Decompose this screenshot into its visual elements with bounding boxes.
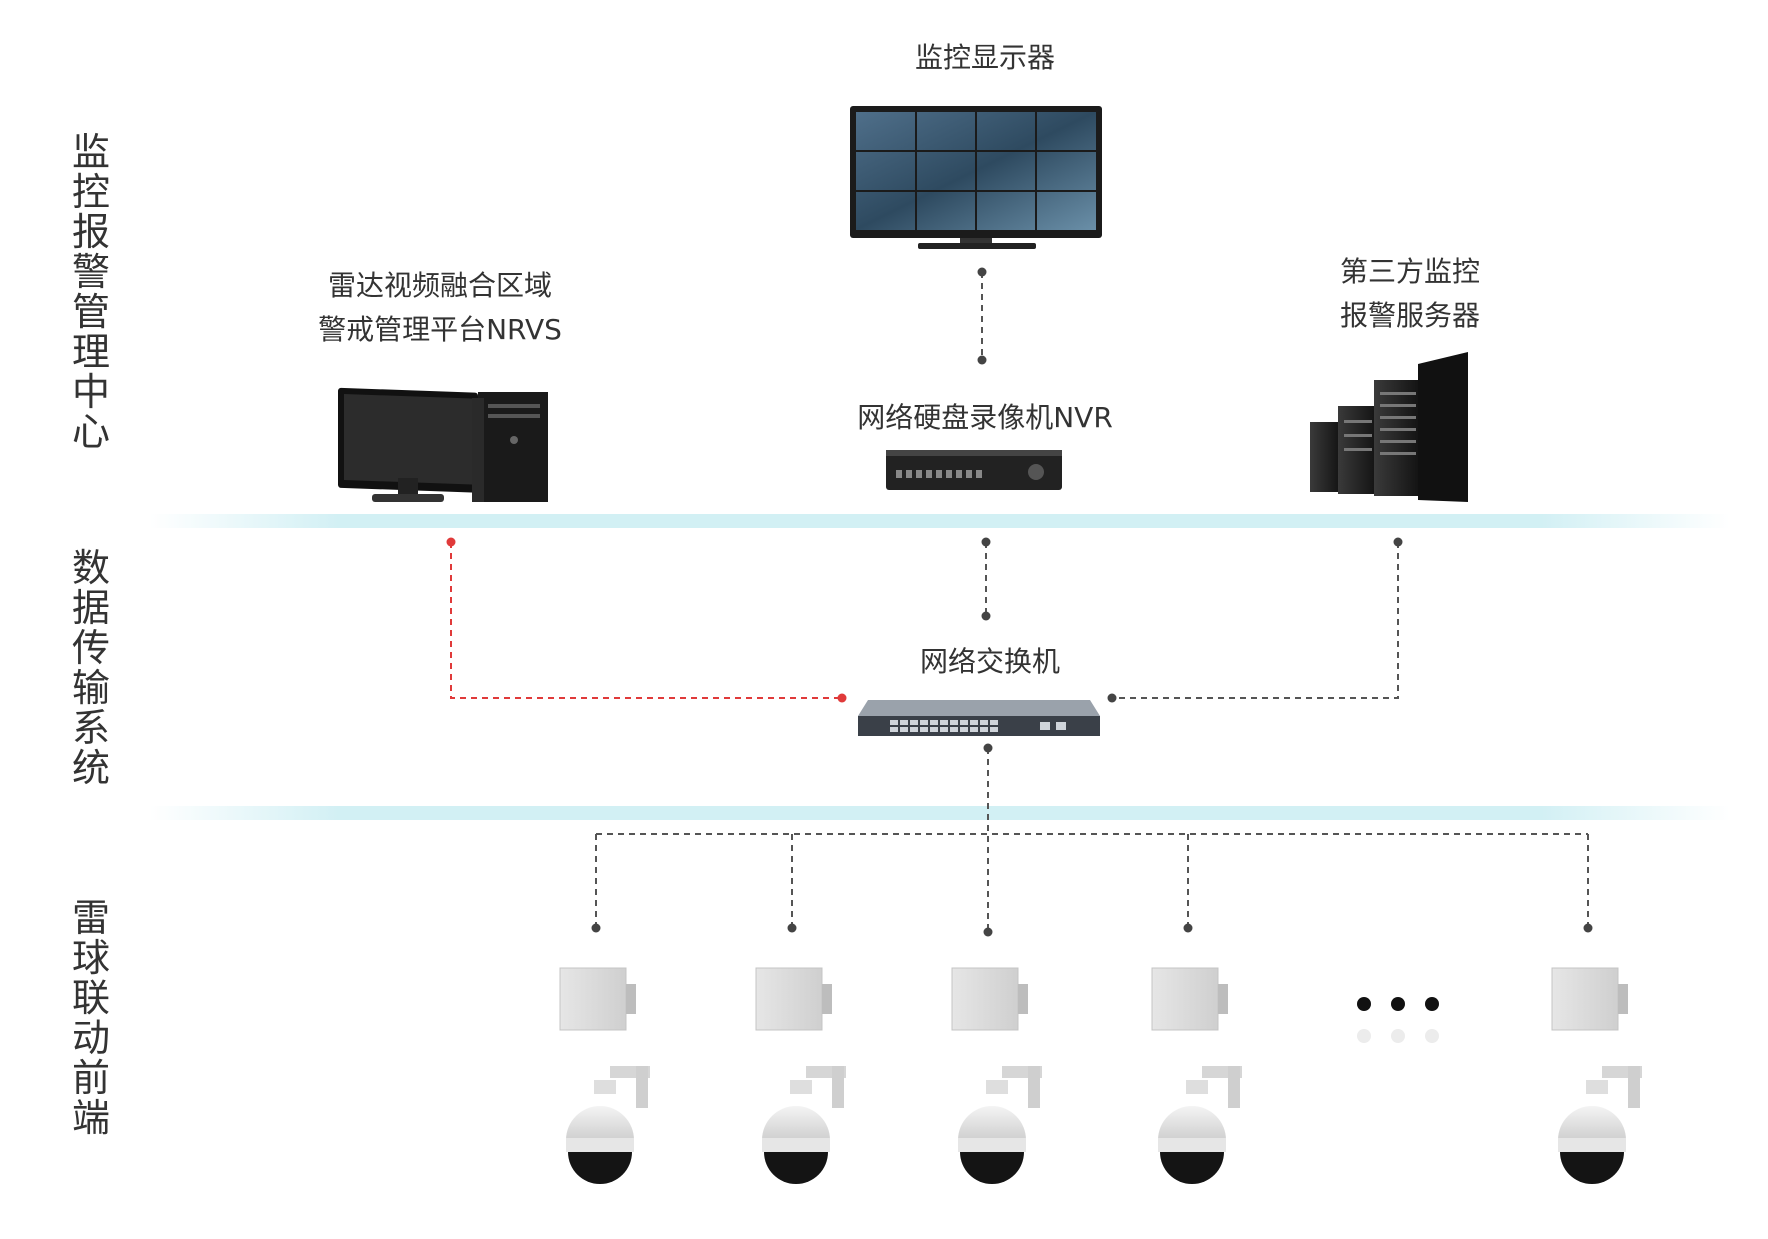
link-nrvs-switch — [450, 542, 842, 699]
endpoint-dot — [1583, 923, 1593, 933]
nrvs-label-line2: 警戒管理平台NRVS — [318, 313, 562, 346]
front-end-unit-2 — [755, 967, 846, 1184]
endpoint-dot — [983, 927, 993, 937]
radar-icon — [755, 967, 832, 1031]
switch-label: 网络交换机 — [919, 645, 1060, 678]
front-end-unit-5 — [1551, 967, 1642, 1184]
radar-icon — [559, 967, 636, 1031]
front-end-unit-1 — [559, 967, 650, 1184]
radar-icon — [951, 967, 1028, 1031]
monitor-icon — [850, 106, 1102, 249]
link-server-switch — [1112, 542, 1399, 699]
zone-label-transport: 数据传输系统 — [71, 546, 110, 790]
front-end-unit-4 — [1151, 967, 1242, 1184]
radar-icon — [1151, 967, 1228, 1031]
server-rack-icon — [1310, 352, 1468, 502]
zone-label-frontend: 雷球联动前端 — [71, 896, 110, 1140]
third-party-label-line1: 第三方监控 — [1339, 255, 1480, 288]
endpoint-dot — [1183, 923, 1193, 933]
nvr-device-icon — [886, 450, 1062, 490]
nvr-label: 网络硬盘录像机NVR — [857, 401, 1113, 434]
front-end-unit-3 — [951, 967, 1042, 1184]
separator-band-lower — [150, 806, 1730, 820]
network-switch-icon — [858, 700, 1100, 736]
third-party-label-line2: 报警服务器 — [1339, 299, 1480, 332]
ptz-dome-camera-icon — [1558, 1066, 1642, 1184]
endpoint-dot — [977, 267, 987, 277]
endpoint-dot — [1107, 693, 1117, 703]
endpoint-dot — [787, 923, 797, 933]
ptz-dome-camera-icon — [762, 1066, 846, 1184]
monitor-display-label: 监控显示器 — [914, 41, 1055, 74]
nrvs-label-line1: 雷达视频融合区域 — [327, 269, 552, 302]
ptz-dome-camera-icon — [1158, 1066, 1242, 1184]
ptz-dome-camera-icon — [566, 1066, 650, 1184]
ptz-dome-camera-icon — [958, 1066, 1042, 1184]
endpoint-dot-red — [446, 537, 456, 547]
endpoint-dot-red — [837, 693, 847, 703]
ellipsis-icon — [1357, 997, 1439, 1043]
endpoint-dot — [983, 743, 993, 753]
zone-label-management: 监控报警管理中心 — [71, 130, 110, 454]
desktop-pc-icon — [338, 387, 548, 502]
endpoint-dot — [981, 537, 991, 547]
radar-icon — [1551, 967, 1628, 1031]
endpoint-dot — [981, 611, 991, 621]
endpoint-dot — [591, 923, 601, 933]
separator-band-upper — [150, 514, 1730, 528]
endpoint-dot — [1393, 537, 1403, 547]
endpoint-dot — [977, 355, 987, 365]
